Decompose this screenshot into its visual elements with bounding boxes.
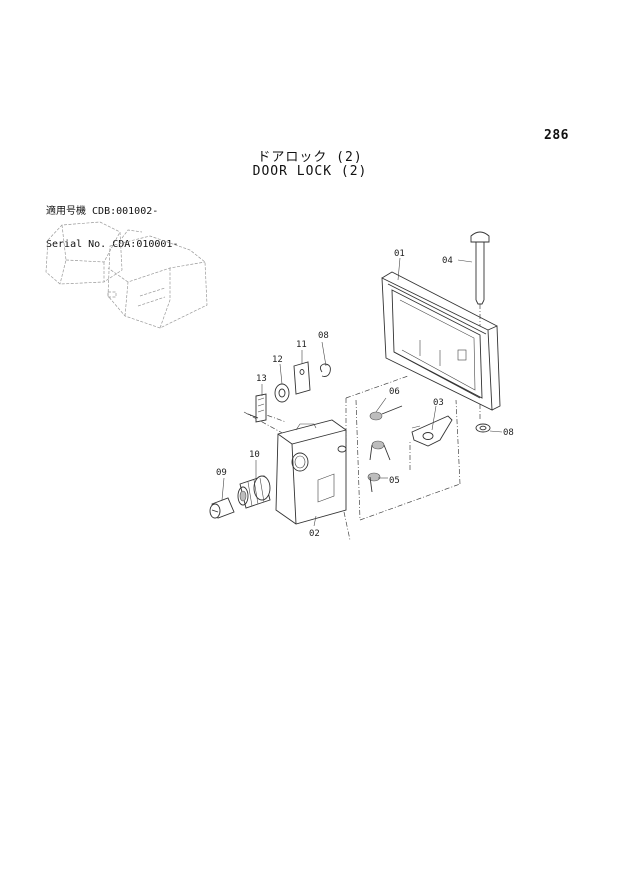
serial-label: 適用号機 bbox=[46, 206, 86, 217]
leader-lines bbox=[221, 257, 503, 527]
part-02-lock-body bbox=[275, 419, 347, 525]
part-10-cylinder bbox=[237, 475, 271, 509]
callout-03: 03 bbox=[433, 398, 444, 408]
part-08-clip-left bbox=[319, 363, 331, 377]
latch-springs bbox=[367, 405, 403, 493]
part-11-plate bbox=[293, 361, 311, 395]
callout-06: 06 bbox=[389, 387, 400, 397]
part-12-washer bbox=[274, 383, 290, 403]
callout-13: 13 bbox=[256, 374, 267, 384]
part-08-washer-right bbox=[475, 423, 491, 433]
callout-08-right: 08 bbox=[503, 428, 514, 438]
callout-05: 05 bbox=[389, 476, 400, 486]
part-09-plug bbox=[209, 497, 235, 519]
title-japanese: ドアロック (2) bbox=[257, 150, 363, 165]
callout-10: 10 bbox=[249, 450, 260, 460]
page-number: 286 bbox=[544, 128, 569, 143]
serial-value: CDA:010001- bbox=[112, 239, 179, 250]
callout-01: 01 bbox=[394, 249, 405, 259]
serial-value: CDB:001002- bbox=[92, 206, 159, 217]
part-03-lever bbox=[411, 415, 453, 447]
assembly-lines bbox=[243, 375, 461, 541]
part-01-housing-frame bbox=[381, 271, 501, 411]
callout-11: 11 bbox=[296, 340, 307, 350]
callout-04: 04 bbox=[442, 256, 453, 266]
excavator-cab-thumbnail bbox=[45, 221, 208, 329]
callout-02: 02 bbox=[309, 529, 320, 539]
part-13-spring-clip bbox=[247, 393, 267, 423]
title-english: DOOR LOCK (2) bbox=[252, 164, 368, 179]
callout-08-left: 08 bbox=[318, 331, 329, 341]
callout-12: 12 bbox=[272, 355, 283, 365]
serial-row-jp: 適用号機 CDB:001002- bbox=[46, 206, 178, 217]
callout-09: 09 bbox=[216, 468, 227, 478]
